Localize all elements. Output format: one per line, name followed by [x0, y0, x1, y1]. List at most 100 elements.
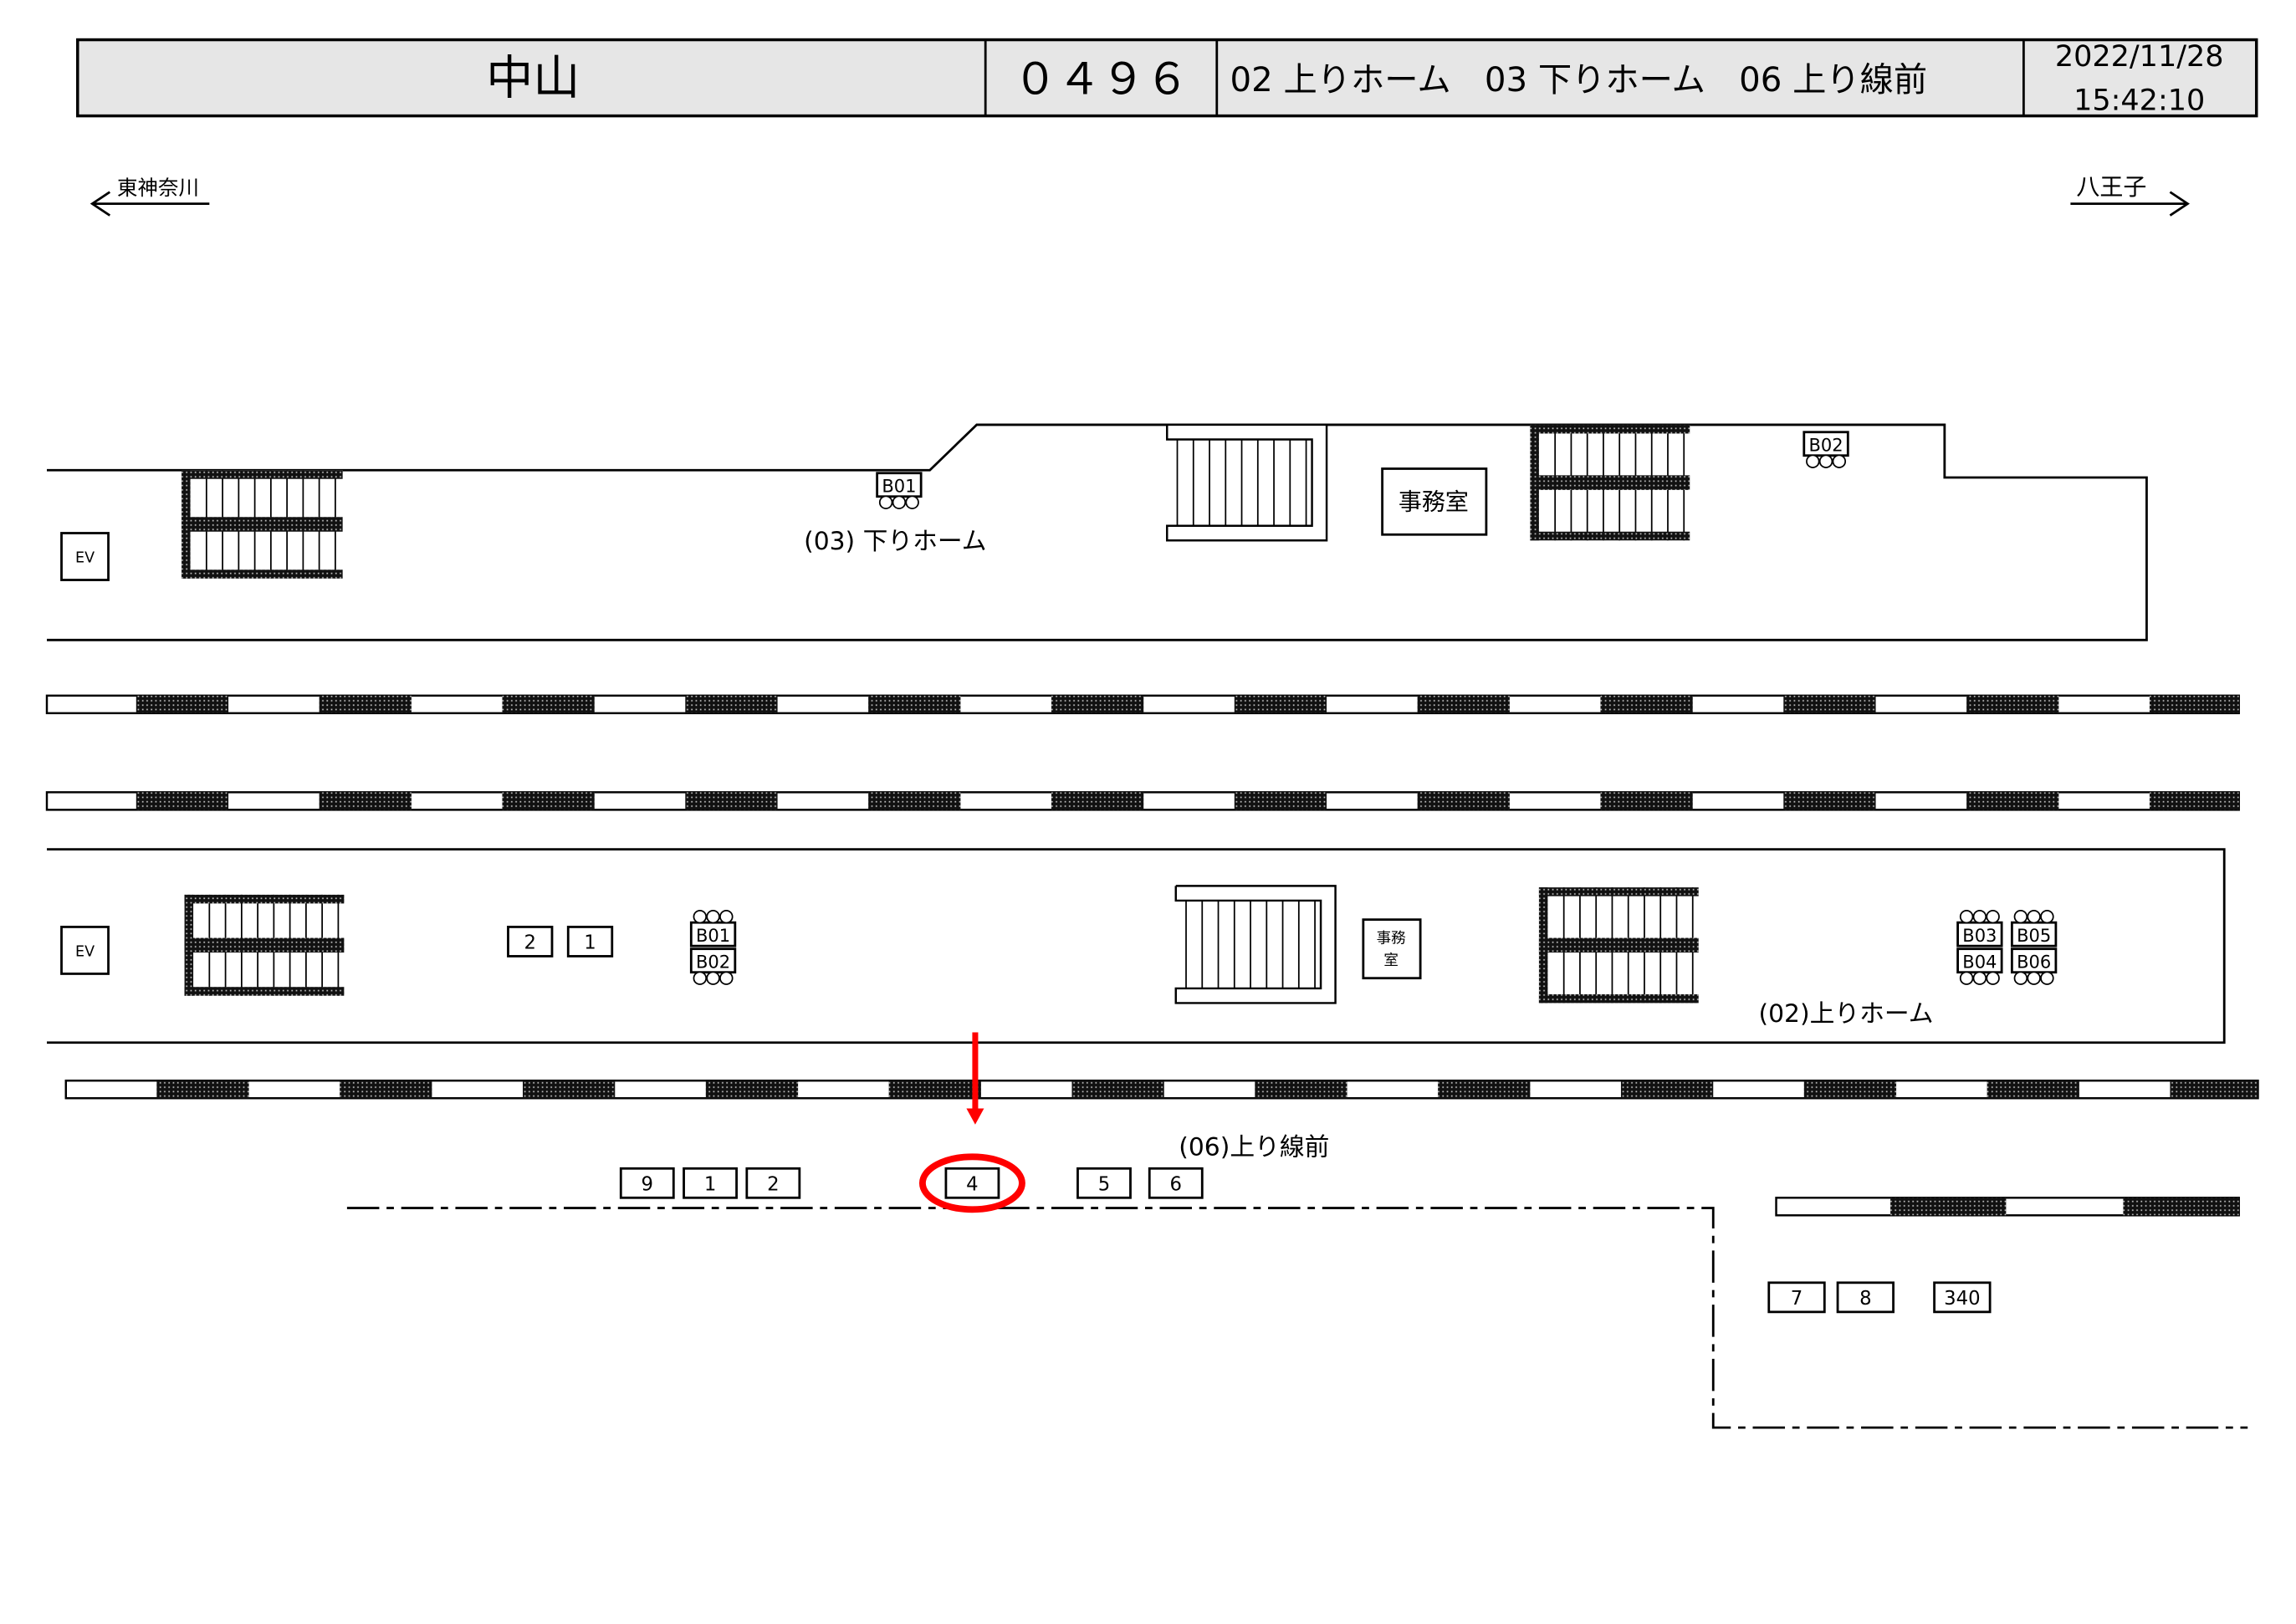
- front-line-label: (06)上り線前: [1179, 1133, 1329, 1162]
- ad-spot-label: 9: [642, 1174, 653, 1196]
- station-name: 中山: [486, 51, 580, 105]
- ad-spot-B04: B04: [1956, 947, 2003, 985]
- circle-icon: [1818, 454, 1833, 468]
- circle-icon: [2040, 909, 2054, 924]
- staircase: [182, 470, 343, 579]
- track-segment: [1620, 1080, 1714, 1099]
- circle-icon: [1986, 909, 2000, 924]
- ad-spot-label: 2: [524, 932, 535, 954]
- staircase: [1530, 424, 1690, 541]
- track: [1775, 1197, 2240, 1217]
- track-segment: [1966, 695, 2059, 713]
- track-segment: [1438, 1080, 1531, 1099]
- circle-icon: [892, 495, 907, 509]
- ad-spot-B02: B02: [689, 947, 737, 985]
- ad-spot-label: 4: [966, 1174, 978, 1196]
- track-segment: [2123, 1198, 2239, 1216]
- track-segment: [502, 695, 595, 713]
- track-segment: [522, 1080, 616, 1099]
- ad-spot-7: 7: [1767, 1281, 1826, 1314]
- ad-spot-B06: B06: [2010, 947, 2058, 985]
- ad-spot-label: B02: [1808, 435, 1843, 455]
- track-segment: [1051, 792, 1144, 810]
- ad-spot-5: 5: [1076, 1167, 1132, 1199]
- ad-spot-9: 9: [619, 1167, 675, 1199]
- track-segment: [685, 695, 778, 713]
- ad-spot-label: 340: [1944, 1288, 1980, 1310]
- track-segment: [705, 1080, 799, 1099]
- track-segment: [502, 792, 595, 810]
- down-platform-label: (03) 下りホーム: [804, 527, 986, 556]
- ad-spot-label: 8: [1859, 1288, 1871, 1310]
- track-segment: [2149, 695, 2239, 713]
- track-segment: [136, 695, 229, 713]
- date: 2022/11/28: [2055, 40, 2224, 74]
- track-segment: [1966, 792, 2059, 810]
- track-segment: [1783, 792, 1876, 810]
- direction-right: 八王子: [2070, 173, 2190, 217]
- header-bar: 中山 ０４９６ 02 上りホーム 03 下りホーム 06 上り線前 2022/1…: [76, 38, 2258, 118]
- circle-icon: [2013, 909, 2028, 924]
- track-segment: [1803, 1080, 1897, 1099]
- ad-spot-label: B03: [1962, 926, 1997, 946]
- ad-spot-label: 2: [767, 1174, 779, 1196]
- platforms-label: 02 上りホーム 03 下りホーム 06 上り線前: [1230, 61, 1928, 100]
- circle-icon: [1806, 454, 1820, 468]
- track-segment: [1234, 792, 1327, 810]
- track-segment: [2149, 792, 2239, 810]
- stairs-group: [182, 423, 1699, 1004]
- track-segment: [136, 792, 229, 810]
- staircase: [1538, 887, 1699, 1004]
- track-segment: [1051, 695, 1144, 713]
- track-segment: [1783, 695, 1876, 713]
- escalator: [1166, 423, 1328, 542]
- up-platform-label: (02)上りホーム: [1759, 999, 1934, 1029]
- direction-left-label: 東神奈川: [117, 176, 199, 200]
- circle-icon: [1832, 454, 1847, 468]
- circle-icon: [1972, 971, 1987, 985]
- direction-left: 東神奈川: [89, 176, 210, 217]
- track: [45, 791, 2240, 811]
- ad-spot-B01: B01: [689, 909, 737, 947]
- ad-spot-label: 5: [1098, 1174, 1110, 1196]
- ad-spot-label: B06: [2017, 952, 2051, 972]
- track-segment: [868, 792, 961, 810]
- circle-icon: [1959, 971, 1974, 985]
- station-code: ０４９６: [1013, 54, 1189, 105]
- circle-icon: [905, 495, 919, 509]
- track-segment: [1234, 695, 1327, 713]
- track-segment: [685, 792, 778, 810]
- front-line-boundary: [346, 1207, 2248, 1429]
- circle-icon: [1972, 909, 1987, 924]
- circle-icon: [2027, 909, 2041, 924]
- ad-spot-B03: B03: [1956, 909, 2003, 947]
- ad-spot-6: 6: [1148, 1167, 1204, 1199]
- track-segment: [1600, 792, 1693, 810]
- ad-spot-label: 7: [1791, 1288, 1803, 1310]
- staircase: [184, 894, 345, 996]
- track-segment: [319, 792, 412, 810]
- ad-spot-B01: B01: [876, 472, 923, 509]
- circle-icon: [2027, 971, 2041, 985]
- track: [45, 694, 2240, 715]
- office-label: 事務室: [1399, 488, 1469, 515]
- track-segment: [1417, 792, 1510, 810]
- ad-spot-4: 4: [944, 1167, 1000, 1199]
- circle-icon: [706, 971, 720, 985]
- circle-icon: [1959, 909, 1974, 924]
- ev-label: EV: [75, 550, 95, 567]
- office-bottom: 事務 室: [1362, 918, 1422, 980]
- track-segment: [1417, 695, 1510, 713]
- track-segment: [2170, 1080, 2258, 1099]
- circle-icon: [878, 495, 893, 509]
- highlight-circle: [918, 1153, 1025, 1213]
- office-label-2: 室: [1383, 952, 1398, 969]
- circle-icon: [693, 909, 708, 924]
- selected-spot-marker: [918, 1032, 1025, 1213]
- track-segment: [868, 695, 961, 713]
- ev-label: EV: [75, 943, 95, 960]
- time: 15:42:10: [2074, 84, 2205, 118]
- ad-spot-8: 8: [1836, 1281, 1895, 1314]
- circle-icon: [2040, 971, 2054, 985]
